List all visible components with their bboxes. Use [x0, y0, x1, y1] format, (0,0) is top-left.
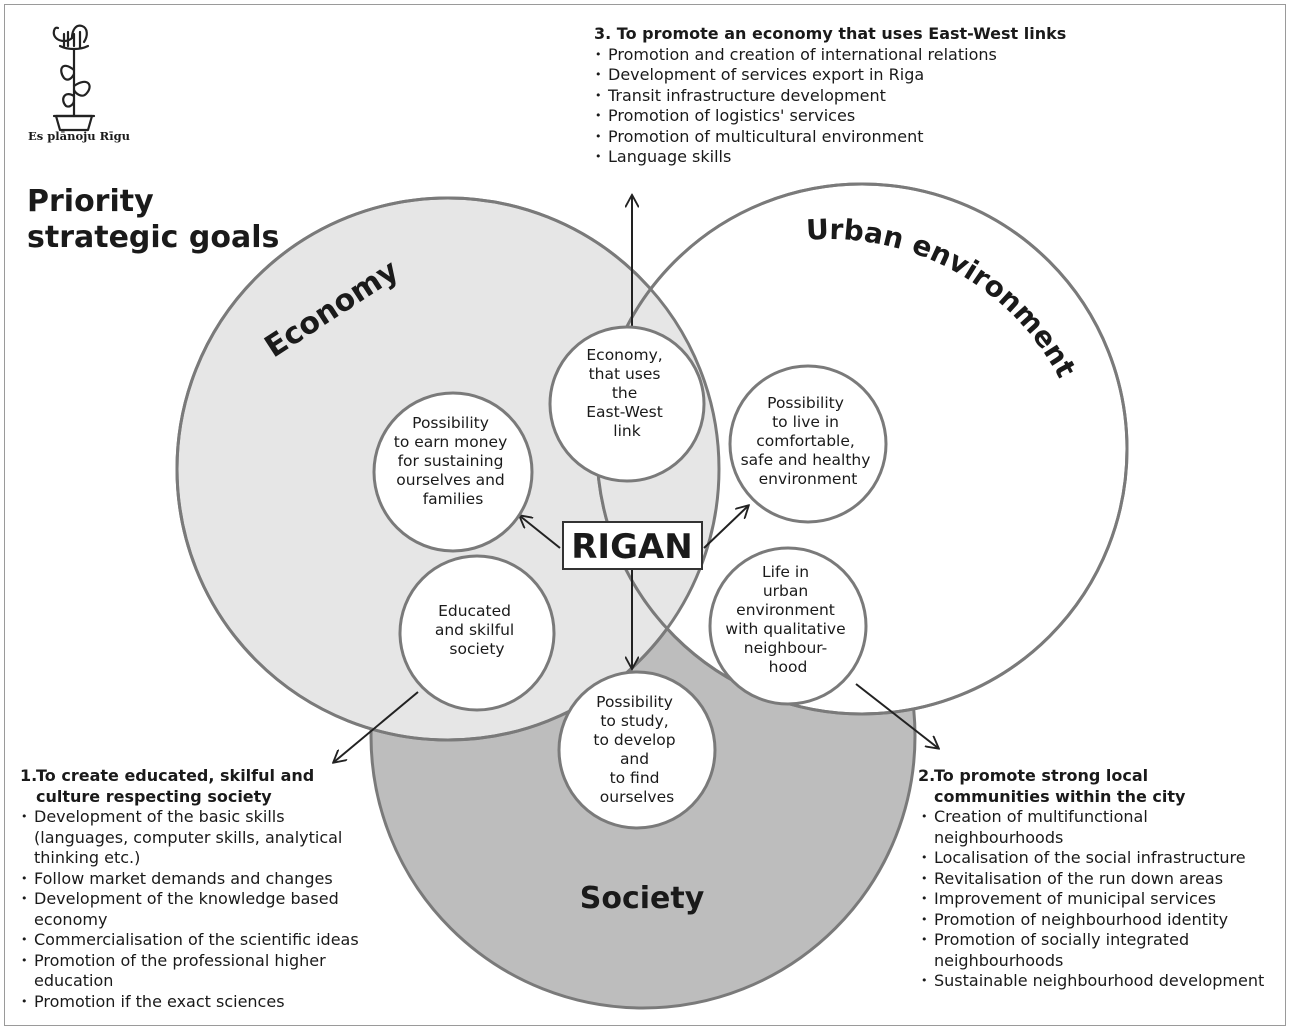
study-circle — [557, 670, 717, 830]
list-item: Promotion of neighbourhood identity — [920, 910, 1278, 931]
list-item: Promotion of the professional higher edu… — [20, 951, 370, 992]
goal-2-block: 2.To promote strong local communities wi… — [918, 766, 1278, 992]
goal-2-list: Creation of multifunctional neighbourhoo… — [918, 807, 1278, 992]
list-item: Promotion of multicultural environment — [594, 127, 1154, 148]
goal-1-number: 1. — [20, 766, 38, 785]
list-item: Development of the basic skills (languag… — [20, 807, 370, 869]
rigan-box — [562, 521, 703, 570]
goal-1-heading-line-1: To create educated, skilful and — [36, 766, 315, 785]
goal-1-list: Development of the basic skills (languag… — [20, 807, 370, 1012]
arrow-to-earn — [520, 516, 561, 549]
goal-2-heading-line-1: To promote strong local — [934, 766, 1149, 785]
list-item: Localisation of the social infrastructur… — [920, 848, 1278, 869]
live-circle — [728, 364, 888, 524]
list-item: Transit infrastructure development — [594, 86, 1154, 107]
goal-1-heading-line-2: culture respecting society — [36, 786, 272, 806]
educated-text: Educated and skilful society — [435, 602, 519, 658]
rigan-label: RIGAN — [571, 527, 693, 567]
list-item: Development of services export in Riga — [594, 65, 1154, 86]
neighbourhood-circle — [708, 546, 868, 706]
arrow-to-goal-1 — [334, 691, 419, 762]
list-item: Development of the knowledge based econo… — [20, 889, 370, 930]
list-item: Promotion if the exact sciences — [20, 992, 370, 1013]
list-item: Promotion of logistics' services — [594, 106, 1154, 127]
eastwest-circle — [548, 325, 706, 483]
study-text: Possibility to study, to develop and to … — [593, 693, 680, 806]
list-item: Follow market demands and changes — [20, 869, 370, 890]
society-label: Society — [580, 881, 705, 916]
neighbourhood-text: Life in urban environment with qualitati… — [725, 563, 850, 676]
goal-1-block: 1.To create educated, skilful and cultur… — [20, 766, 370, 1012]
figure-frame — [4, 4, 1286, 1026]
flower-pot-logo-icon — [52, 24, 96, 132]
earn-circle — [372, 391, 534, 553]
page-title: Priority strategic goals — [27, 184, 279, 256]
live-text: Possibility to live in comfortable, safe… — [741, 394, 876, 488]
title-line-1: Priority — [27, 184, 154, 219]
title-line-2: strategic goals — [27, 220, 280, 255]
list-item: Commercialisation of the scientific idea… — [20, 930, 370, 951]
list-item: Promotion of socially integrated neighbo… — [920, 930, 1278, 971]
list-item: Promotion and creation of international … — [594, 45, 1154, 66]
list-item: Sustainable neighbourhood development — [920, 971, 1278, 992]
educated-circle — [398, 554, 556, 712]
list-item: Language skills — [594, 147, 1154, 168]
goal-2-number: 2. — [918, 766, 936, 785]
goal-1-heading: 1.To create educated, skilful and cultur… — [20, 766, 370, 807]
goal-2-heading: 2.To promote strong local communities wi… — [918, 766, 1278, 807]
list-item: Creation of multifunctional neighbourhoo… — [920, 807, 1278, 848]
arrow-to-live — [703, 506, 748, 549]
goal-3-block: 3. To promote an economy that uses East-… — [594, 24, 1154, 168]
goal-3-heading: 3. To promote an economy that uses East-… — [594, 24, 1067, 43]
list-item: Improvement of municipal services — [920, 889, 1278, 910]
earn-text: Possibility to earn money for sustaining… — [394, 414, 512, 508]
logo-caption: Es plānoju Rīgu — [28, 129, 130, 143]
list-item: Revitalisation of the run down areas — [920, 869, 1278, 890]
economy-outline — [175, 196, 721, 742]
eastwest-text: Economy, that uses the East-West link — [586, 346, 667, 440]
goal-2-heading-line-2: communities within the city — [934, 786, 1186, 806]
goal-3-list: Promotion and creation of international … — [594, 45, 1154, 168]
arrow-to-goal-2 — [855, 683, 938, 748]
